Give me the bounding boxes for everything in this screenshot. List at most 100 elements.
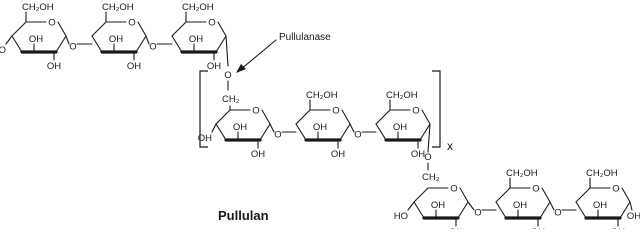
mid-ring-3-bond-oc1	[421, 109, 431, 125]
glucose-rings	[5, 11, 633, 227]
top-ring-3-bond-oc1	[217, 21, 227, 37]
bot-ring-1-bond-oc1	[459, 187, 469, 203]
mid-ring-1-oh-ring-label: OH	[233, 122, 247, 133]
enzyme-label: Pullulanase	[279, 32, 331, 43]
bot-ring-1-bond-c1c2	[457, 201, 469, 219]
mid-ring-1-oh-bottom-label: OH	[251, 149, 265, 160]
mid-ring-3-bond-c4c3	[375, 123, 387, 141]
top-ring-2-bond-oc1	[137, 21, 147, 37]
bot-ring-1-bond-c4c3	[413, 201, 425, 219]
mid-link-1-bond-a	[269, 123, 275, 133]
glycosidic-links	[65, 35, 577, 211]
top-ring-1-ring-oxygen: O	[48, 18, 55, 29]
mid-link-2-bond-a	[349, 123, 355, 133]
repeat-ch2-label: CH₂	[222, 94, 240, 105]
bot-ring-2-bond-oc1	[541, 187, 551, 203]
bot-ring-2-oh-ring-label: OH	[513, 200, 527, 211]
mid-ring-3-ring-oxygen: O	[412, 106, 419, 117]
top-ring-1-bond-c1c2	[55, 35, 67, 53]
bot-link-1-bond-a	[467, 201, 475, 211]
bot-ring-1-ho-label: HO	[394, 211, 408, 222]
mid-ring-1-bond-c4c5	[215, 109, 231, 125]
top-ring-2-ring-oxygen: O	[128, 18, 135, 29]
mid-ring-2-oh-ring-label: OH	[313, 122, 327, 133]
mid-ring-3-oh-bottom-label: OH	[411, 149, 425, 160]
bot-ring-3-oh-bottom-label: OH	[611, 227, 625, 229]
mid-ring-2-oh-bottom-label: OH	[331, 149, 345, 160]
top-ring-2-bond-c4c3	[91, 35, 103, 53]
top-ring-2-bond-c1c2	[135, 35, 147, 53]
top-ring-1-bond-c4oh	[5, 35, 13, 45]
bot-ring-2-bond-c4c3	[495, 201, 507, 219]
top-ring-2-oh-bottom-label: OH	[127, 61, 141, 72]
bot-ring-3-bond-c1c2	[619, 201, 631, 219]
top-ring-3-oh-bottom-label: OH	[207, 61, 221, 72]
mid-ring-1-bond-oc1	[261, 109, 271, 125]
bot-ring-3-ch2oh-label: CH₂OH	[586, 168, 618, 179]
bot-ring-1-oh-ring-label: OH	[431, 200, 445, 211]
repeat-bracket-left	[199, 70, 208, 148]
top-ring-1-bond-oc1	[57, 21, 67, 37]
bot-ring-3-bond-c4c3	[575, 201, 587, 219]
bot-ring-2-bond-c1c2	[539, 201, 551, 219]
mid-ring-2-ring-oxygen: O	[332, 106, 339, 117]
bot-ring-3-terminal-oh-label: OH	[627, 211, 640, 222]
top-ring-1-oh-bottom-label: OH	[47, 61, 61, 72]
mid-ring-3-bond-c1c2	[419, 123, 431, 141]
mid-link-2-oxygen: O	[354, 130, 361, 141]
top-ring-3-bond-c4c5	[171, 21, 187, 37]
top-ring-1-ch2oh-label: CH₂OH	[22, 2, 54, 13]
mid-ring-3-ch2oh-label: CH₂OH	[386, 90, 418, 101]
bot-ring-1-oh-bottom-label: OH	[449, 227, 463, 229]
mid-ring-2-bond-c4c3	[295, 123, 307, 141]
top-ring-1-bond-c4c5	[11, 21, 27, 37]
mid-ring-1-bond-c4c3	[215, 123, 227, 141]
atom-labels: OCH₂OHHOOHOHOCH₂OHOHOHOCH₂OHOHOHOOOCH₂OO…	[0, 2, 640, 229]
pullulanase-arrowhead	[236, 64, 246, 73]
mid-link-1-oxygen: O	[274, 130, 281, 141]
top-ring-2-oh-ring-label: OH	[109, 34, 123, 45]
bot-ring-1-ring-oxygen: O	[450, 184, 457, 195]
mid-ring-2-bond-c4c5	[295, 109, 311, 125]
mid-ring-1-bond-c1c2	[259, 123, 271, 141]
top-ring-2-ch2oh-label: CH₂OH	[102, 2, 134, 13]
top-to-repeat-bond	[225, 35, 229, 67]
diagram-title: Pullulan	[218, 208, 269, 223]
top-ring-1-bond-c4c3	[11, 35, 23, 53]
bot-ring-2-ring-oxygen: O	[532, 184, 539, 195]
bot-link-2-oxygen: O	[554, 208, 561, 219]
top-ring-1-oh-ring-label: OH	[29, 34, 43, 45]
mid-ring-1-ring-oxygen: O	[252, 106, 259, 117]
top-link-2-oxygen: O	[149, 42, 156, 53]
top-ring-2-bond-c4c5	[91, 21, 107, 37]
bot-ring-1-bond-c4c5	[413, 187, 429, 203]
mid-ring-2-ch2oh-label: CH₂OH	[306, 90, 338, 101]
pullulan-structure-diagram: OCH₂OHHOOHOHOCH₂OHOHOHOCH₂OHOHOHOOOCH₂OO…	[0, 2, 640, 229]
top-link-1-oxygen: O	[69, 42, 76, 53]
top-ring-3-bond-c1c2	[215, 35, 227, 53]
repeat-subscript: x	[447, 139, 453, 153]
repeat-bracket-right	[432, 70, 441, 148]
bot-ring-3-ring-oxygen: O	[612, 184, 619, 195]
top-link-2-bond-a	[145, 35, 150, 45]
bot-ring-2-ch2oh-label: CH₂OH	[506, 168, 538, 179]
top-ring-3-ch2oh-label: CH₂OH	[182, 2, 214, 13]
bot-ring-3-bond-c1oh	[629, 201, 633, 211]
bottom-ch2-label: CH₂	[422, 172, 440, 183]
mid-ring-3-bond-c4c5	[375, 109, 391, 125]
mid-ring-2-bond-oc1	[341, 109, 351, 125]
alpha16-oxygen-2: O	[424, 152, 431, 163]
top-ring-1-ho-label: HO	[0, 45, 6, 56]
pullulanase-arrow	[239, 39, 277, 71]
bot-link-2-bond-a	[549, 201, 555, 211]
mid-ring-1-bond-c4oh	[211, 123, 217, 133]
bot-ring-3-oh-ring-label: OH	[593, 200, 607, 211]
bot-ring-2-bond-c4c5	[495, 187, 511, 203]
mid-ring-1-oh-left-label: OH	[198, 133, 212, 144]
repeat-to-bottom-bond	[427, 123, 431, 153]
top-ring-3-bond-c4c3	[171, 35, 183, 53]
top-link-1-bond-a	[65, 35, 70, 45]
bot-ring-3-bond-c4c5	[575, 187, 591, 203]
bot-ring-2-oh-bottom-label: OH	[531, 227, 545, 229]
bot-link-1-oxygen: O	[474, 208, 481, 219]
